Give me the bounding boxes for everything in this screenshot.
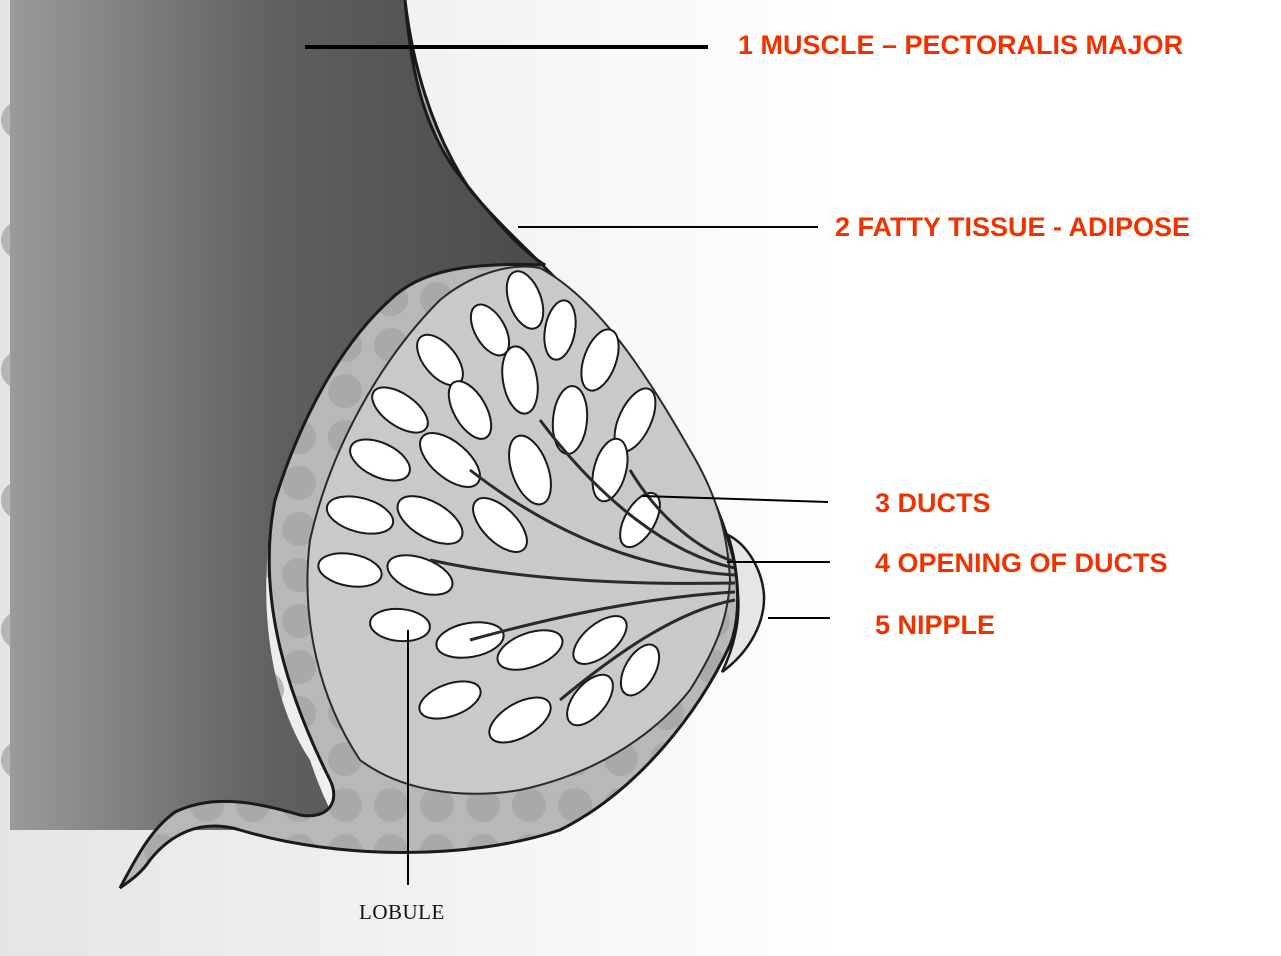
label-nipple: 5 NIPPLE [875,610,995,641]
label-muscle: 1 MUSCLE – PECTORALIS MAJOR [738,30,1183,61]
label-fatty-tissue: 2 FATTY TISSUE - ADIPOSE [835,212,1190,243]
label-opening-of-ducts: 4 OPENING OF DUCTS [875,548,1168,579]
label-lobule: LOBULE [359,900,445,925]
label-ducts: 3 DUCTS [875,488,991,519]
